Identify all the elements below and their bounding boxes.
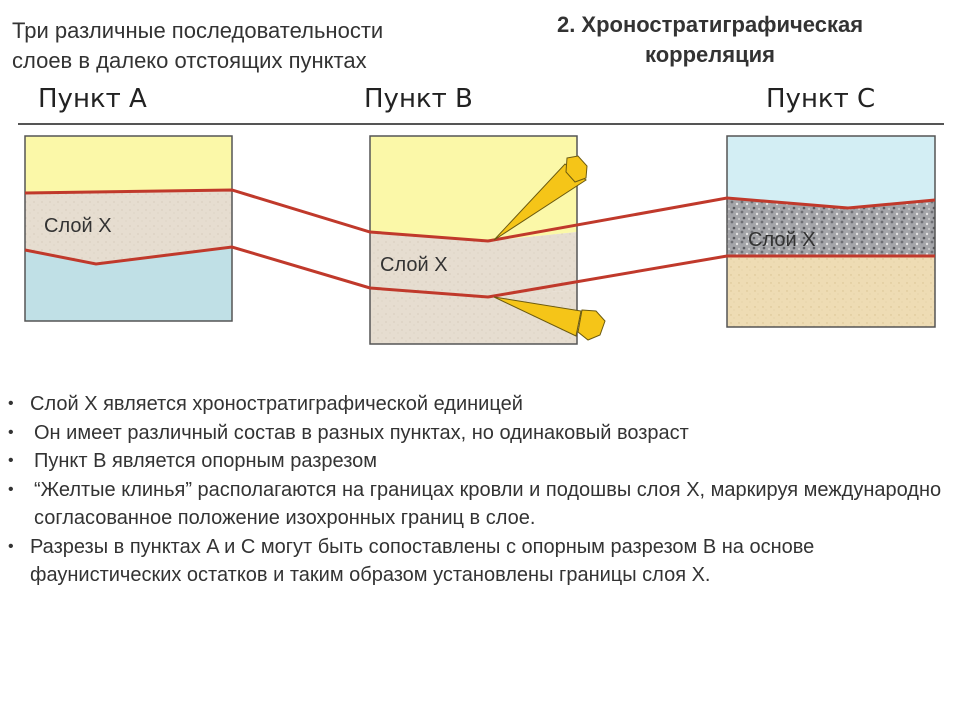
bullet-item: • “Желтые клинья” располагаются на грани… [8, 476, 948, 533]
top-boundary-line [24, 188, 936, 243]
slide-subtitle: Три различные последовательности слоев в… [12, 18, 384, 73]
point-a-label: Пункт A [38, 84, 147, 114]
bullet-item: • Слой X является хроностратиграфической… [8, 390, 948, 419]
column-a-blue-layer [25, 247, 232, 321]
bottom-boundary-line [24, 245, 935, 299]
column-a-yellow-layer [25, 136, 232, 193]
slide-title: 2. Хроностратиграфическая корреляция [556, 12, 864, 67]
layer-x-label-b: Слой X [380, 254, 448, 276]
bullet-text: Разрезы в пунктах A и C могут быть сопос… [30, 535, 815, 587]
bullet-item: • Разрезы в пунктах A и C могут быть соп… [8, 533, 948, 590]
column-c-layer-x [727, 198, 935, 256]
bullet-text: Слой X является хроностратиграфической е… [30, 393, 523, 415]
column-b-frame [369, 135, 578, 345]
column-c [726, 135, 936, 328]
bullet-marker: • [8, 480, 14, 498]
bullet-marker: • [8, 395, 14, 412]
column-c-blue-layer [727, 136, 935, 208]
column-b-layer-x [370, 232, 577, 297]
bullet-item: • Он имеет различный состав в разных пун… [8, 419, 948, 448]
column-c-frame [726, 135, 936, 328]
bullet-marker: • [8, 537, 14, 555]
bullet-marker: • [8, 452, 14, 469]
bullet-marker: • [8, 423, 14, 441]
column-a-layer-x [25, 190, 232, 264]
point-c-label: Пункт C [766, 84, 876, 114]
upper-golden-wedge [493, 155, 588, 241]
lower-golden-wedge [493, 296, 606, 341]
bullet-text: Он имеет различный состав в разных пункт… [34, 421, 689, 444]
bullet-item: • Пункт B является опорным разрезом [8, 447, 948, 476]
bullet-text: Пункт B является опорным разрезом [34, 450, 378, 472]
column-a-frame [24, 135, 233, 322]
correlation-diagram: Слой X Слой X Слой X [24, 135, 936, 345]
column-c-sand-layer [727, 256, 935, 327]
layer-x-label-c: Слой X [748, 229, 816, 251]
column-b [369, 135, 578, 345]
bullet-text: “Желтые клинья” располагаются на граница… [34, 478, 942, 530]
point-b-label: Пункт B [364, 84, 473, 114]
bullet-list: • Слой X является хроностратиграфической… [8, 390, 948, 590]
column-a [24, 135, 233, 322]
layer-x-label-a: Слой X [44, 215, 112, 237]
header-divider [18, 123, 944, 125]
